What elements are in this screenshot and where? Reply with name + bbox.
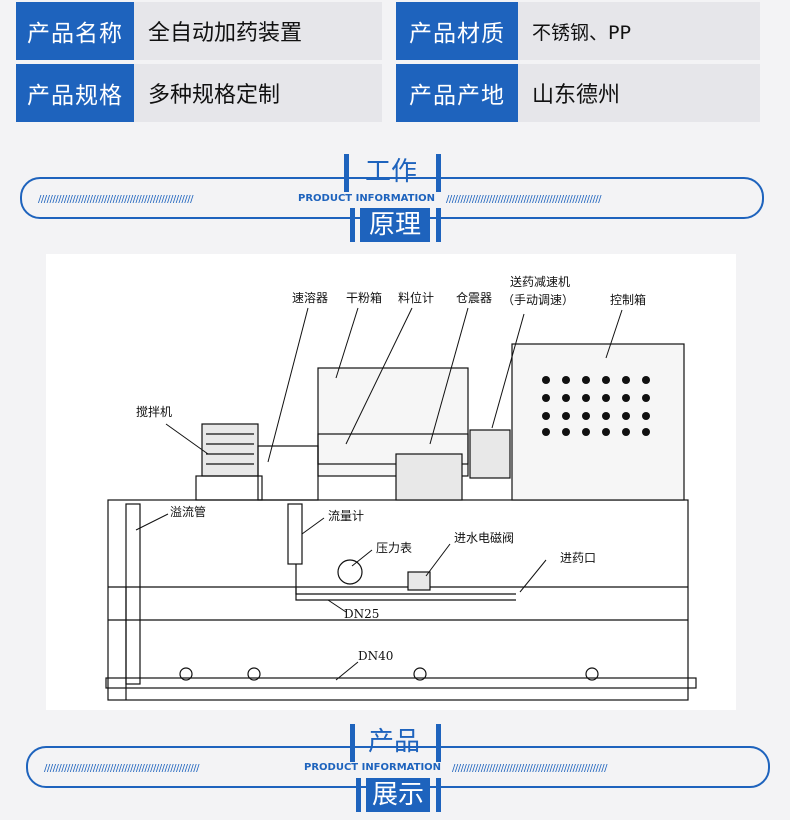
control-box-shape [511,343,685,501]
label-vibrator: 仓震器 [456,291,492,305]
label-feeder-2: （手动调速） [502,293,574,307]
label-inlet: 进药口 [560,551,596,565]
spec-value: 山东德州 [518,64,760,122]
section-header-principle: ////////////////////////////////////////… [0,150,790,250]
control-buttons [542,376,650,436]
flowmeter-shape [287,503,303,565]
header-bar-right [436,724,441,762]
header-title-top: 产品 [367,727,420,757]
label-control-box: 控制箱 [610,292,646,307]
header-bar-left [344,154,349,192]
header-bar-right-2 [436,208,441,242]
spec-label: 产品产地 [396,64,518,122]
header-slashes-left: ////////////////////////////////////////… [38,194,193,205]
dissolver-shape [257,445,319,501]
solenoid-valve-shape [407,571,431,591]
header-slashes-right: ////////////////////////////////////////… [452,763,607,774]
spec-label: 产品名称 [16,2,134,60]
label-dn25: DN25 [344,607,379,621]
header-subtitle: PRODUCT INFORMATION [304,762,442,773]
label-agitator: 搅拌机 [136,404,172,419]
label-feeder-1: 送药减速机 [510,274,570,289]
label-powder-box: 干粉箱 [346,290,382,305]
dn40-pipe [105,677,697,689]
header-bar-left-2 [356,778,361,812]
section-header-product: ////////////////////////////////////////… [0,720,790,820]
header-bar-left-2 [350,208,355,242]
spec-row-spec: 产品规格 多种规格定制 [16,64,382,122]
label-dissolver: 速溶器 [292,290,328,305]
header-bar-right [436,154,441,192]
header-title-bottom: 原理 [360,208,430,242]
spec-row-origin: 产品产地 山东德州 [396,64,760,122]
header-bar-right-2 [436,778,441,812]
agitator-motor [201,423,259,477]
spec-value: 不锈钢、PP [518,2,760,60]
working-principle-diagram: 速溶器 干粉箱 料位计 仓震器 送药减速机 （手动调速） 控制箱 搅拌机 溢流管… [46,254,736,710]
header-title-bottom: 展示 [366,778,430,812]
equipment-schematic: 速溶器 干粉箱 料位计 仓震器 送药减速机 （手动调速） 控制箱 搅拌机 溢流管… [105,274,697,701]
spec-label: 产品材质 [396,2,518,60]
header-title-top: 工作 [364,157,417,187]
gearbox-shape [469,429,511,479]
spec-value: 多种规格定制 [134,64,382,122]
header-slashes-left: ////////////////////////////////////////… [44,763,199,774]
header-slashes-right: ////////////////////////////////////////… [446,194,601,205]
spec-label: 产品规格 [16,64,134,122]
label-flowmeter: 流量计 [328,509,364,523]
header-bar-left [350,724,355,762]
header-subtitle: PRODUCT INFORMATION [298,193,436,204]
label-solenoid-valve: 进水电磁阀 [454,530,514,545]
spec-row-material: 产品材质 不锈钢、PP [396,2,760,60]
overflow-pipe [125,503,141,685]
label-overflow: 溢流管 [170,504,206,519]
label-dn40: DN40 [358,649,393,663]
label-pressure-gauge: 压力表 [376,541,412,555]
pressure-gauge-shape [337,559,363,585]
label-level-meter: 料位计 [398,290,434,305]
spec-value: 全自动加药装置 [134,2,382,60]
spec-row-name: 产品名称 全自动加药装置 [16,2,382,60]
